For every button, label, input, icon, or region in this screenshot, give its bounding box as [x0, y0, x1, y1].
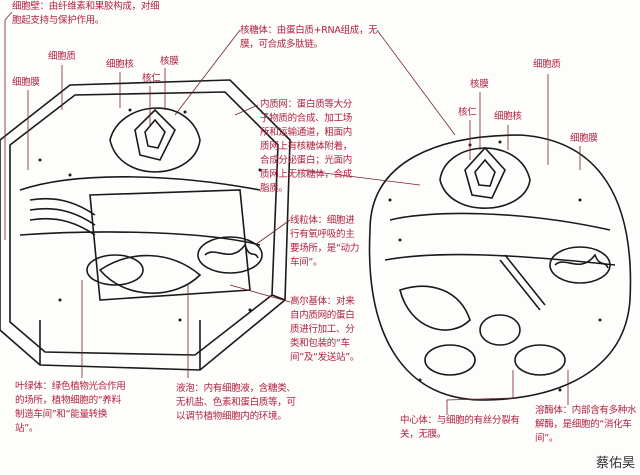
chloroplast-label: 叶绿体：绿色植物光合作用的场所，植物细胞的“养料制造车间”和“能量转换站”。 — [15, 381, 126, 434]
signature: 蔡佑昊 — [596, 456, 636, 471]
ribosome-label: 核糖体：由蛋白质+RNA组成，无膜，可合成多肽链。 — [240, 25, 378, 50]
animal-cell-drawing — [368, 134, 632, 401]
vacuole-label: 液泡：内有细胞液，含糖类、无机盐、色素和蛋白质等，可以调节植物细胞内的环境。 — [176, 383, 296, 422]
plant-nucleolus-label: 核仁 — [142, 73, 161, 84]
leader-lines — [4, 11, 581, 415]
plant-cell-drawing — [0, 79, 291, 371]
animal-nucleolus-label: 核仁 — [458, 107, 477, 118]
plant-cytoplasm-label: 细胞质 — [48, 51, 76, 62]
animal-cell-membrane-label: 细胞膜 — [570, 133, 598, 144]
centrosome-label: 中心体：与细胞的有丝分裂有关，无膜。 — [400, 415, 520, 440]
cell-wall-label: 细胞壁：由纤维素和果胶构成，对细胞起支持与保护作用。 — [12, 1, 160, 26]
lysosome-label: 溶酶体：内部含有多种水解酶，是细胞的“消化车间”。 — [535, 405, 637, 444]
plant-cell-membrane-label: 细胞膜 — [12, 77, 40, 88]
plant-nuclear-membrane-label: 核膜 — [160, 56, 179, 67]
animal-nuclear-membrane-label: 核膜 — [470, 79, 489, 90]
golgi-label: 高尔基体：对来自内质网的蛋白质进行加工、分类和包装的“车间”及“发送站”。 — [290, 296, 360, 363]
animal-nucleus-label: 细胞核 — [494, 111, 522, 122]
plant-nucleus-label: 细胞核 — [106, 59, 134, 70]
animal-cytoplasm-label: 细胞质 — [533, 59, 561, 70]
animal-ribosome-dots — [388, 140, 602, 392]
er-label: 内质网：蛋白质等大分子物质的合成、加工场所和运输通道，粗面内质网上有核糖体附着，… — [260, 99, 353, 194]
plant-ribosome-dots — [38, 108, 262, 322]
mitochondrion-label: 线粒体：细胞进行有氧呼吸的主要场所，是“动力车间”。 — [290, 215, 360, 268]
